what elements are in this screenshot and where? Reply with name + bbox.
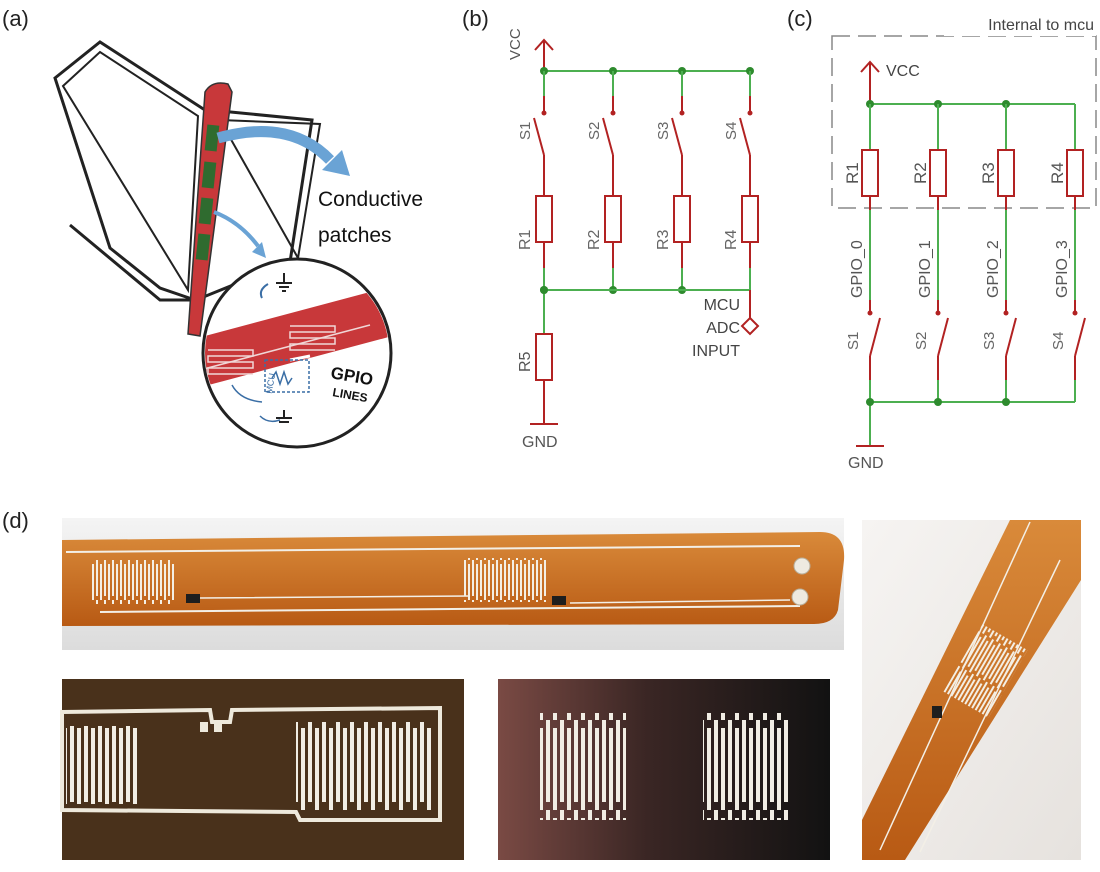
resistor-label: R3 [655,229,672,250]
resistor-label: R1 [517,229,534,250]
output-label-input: INPUT [692,343,740,360]
switch-s2 [602,117,614,156]
vcc-symbol [860,60,880,104]
conductive-patch [201,161,217,189]
callout-line-2: patches [318,224,392,247]
gpio-label: GPIO_3 [1054,240,1071,298]
switch-label: S1 [845,332,862,350]
resistor-label: R2 [911,162,930,184]
conductive-patch [198,197,214,225]
vcc-symbol [534,38,554,71]
switch-s4 [1074,317,1086,357]
book-left-page [53,40,210,303]
internal-mcu-label: Internal to mcu [988,17,1094,34]
resistor-r2 [604,195,622,243]
output-label-adc: ADC [706,320,740,337]
gpio-label: GPIO_2 [985,240,1002,298]
switch-s3 [1005,317,1017,357]
resistor-r5 [535,333,553,381]
callout-arrow [216,126,334,164]
resistor-r5-label: R5 [517,351,534,372]
switch-s3 [671,117,683,156]
resistor-r3 [673,195,691,243]
conductive-patch [195,233,211,261]
switch-label: S3 [981,332,998,350]
ground-doodle-icon [259,273,292,299]
switch-s1 [533,117,545,156]
switch-label: S4 [1050,332,1067,350]
switch-label: S2 [586,122,603,140]
resistor-r2 [929,149,947,197]
panel-a-illustration: Conductive patches MCU [53,40,423,449]
resistor-label: R3 [979,162,998,184]
switch-label: S3 [655,122,672,140]
panel-b-label: (b) [462,6,489,31]
switch-label: S4 [723,122,740,140]
resistor-label: R4 [723,229,740,250]
photo-strip-angled [862,520,1081,860]
switch-label: S2 [913,332,930,350]
photo-flex-strip [62,518,845,650]
resistor-label: R2 [586,229,603,250]
switch-s4 [739,117,751,156]
vcc-label: VCC [507,28,524,60]
resistor-label: R4 [1048,162,1067,184]
adc-port-icon [740,316,760,336]
zoom-arrow [213,210,260,248]
photo-printed-patches [498,679,830,860]
switch-label: S1 [517,122,534,140]
gpio-note-line-2: LINES [331,385,368,405]
panel-a-label: (a) [2,6,29,31]
resistor-doodle-icon [231,359,310,423]
gpio-label: GPIO_0 [849,240,866,298]
resistor-r1 [535,195,553,243]
resistor-r1 [861,149,879,197]
gnd-label: GND [522,434,558,451]
resistor-r4 [1066,149,1084,197]
ground-doodle-icon [276,410,292,423]
switch-s2 [937,317,949,357]
panel-d-label: (d) [2,508,29,533]
resistor-label: R1 [843,162,862,184]
output-label-mcu: MCU [704,297,740,314]
resistor-r3 [997,149,1015,197]
switch-s1 [869,317,881,357]
photo-serpentine-closeup [60,679,464,860]
gnd-label: GND [848,455,884,472]
callout-line-1: Conductive [318,188,423,211]
vcc-label: VCC [886,63,920,80]
gpio-label: GPIO_1 [917,240,934,298]
conductive-patch [204,124,220,152]
panel-c-label: (c) [787,6,813,31]
mcu-doodle-label: MCU [264,372,277,394]
resistor-r4 [741,195,759,243]
